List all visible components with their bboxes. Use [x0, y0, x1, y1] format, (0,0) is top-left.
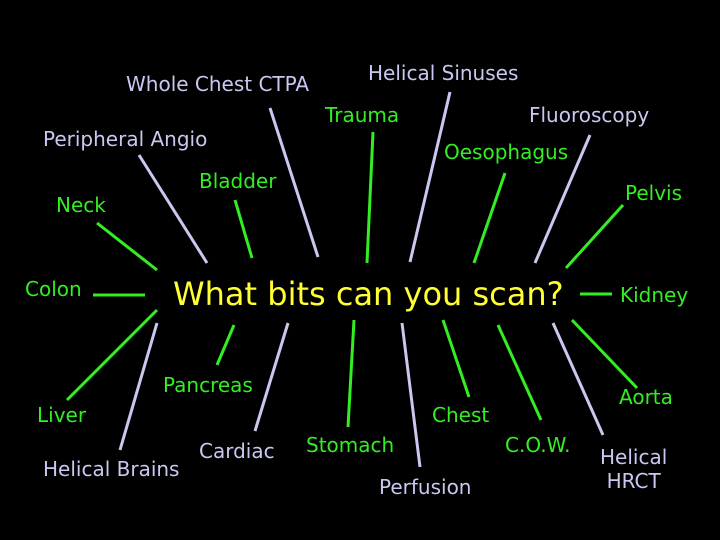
connector-neck: [96, 221, 158, 272]
label-whole-chest-ctpa: Whole Chest CTPA: [126, 72, 310, 96]
connector-liver: [65, 308, 159, 402]
label-cardiac: Cardiac: [199, 439, 275, 463]
connector-pancreas: [215, 324, 236, 366]
label-chest: Chest: [432, 403, 490, 427]
label-neck: Neck: [56, 193, 106, 217]
label-helical-brains: Helical Brains: [43, 457, 180, 481]
connector-helical-brains: [118, 322, 159, 451]
label-stomach: Stomach: [306, 433, 395, 457]
connector-cow: [496, 324, 543, 421]
label-trauma: Trauma: [325, 103, 400, 127]
connector-aorta: [570, 318, 639, 390]
label-helical-sinuses: Helical Sinuses: [368, 61, 519, 85]
label-helical-hrct: Helical HRCT: [600, 445, 667, 493]
label-bladder: Bladder: [199, 169, 277, 193]
label-aorta: Aorta: [619, 385, 673, 409]
connector-helical-hrct: [551, 322, 605, 436]
label-helical-hrct-line2: HRCT: [606, 469, 661, 493]
connector-fluoroscopy: [533, 134, 592, 264]
connector-oesophagus: [472, 172, 507, 264]
connector-bladder: [233, 199, 254, 259]
connector-cardiac: [253, 322, 290, 432]
connector-whole-chest-ctpa: [268, 107, 320, 258]
connector-perfusion: [400, 322, 422, 468]
label-cow: C.O.W.: [505, 433, 571, 457]
connector-helical-sinuses: [408, 91, 452, 263]
label-liver: Liver: [37, 403, 87, 427]
connector-trauma: [365, 131, 375, 264]
label-fluoroscopy: Fluoroscopy: [529, 103, 650, 127]
connector-chest: [441, 319, 471, 398]
label-kidney: Kidney: [620, 283, 689, 307]
label-helical-hrct-line1: Helical: [600, 445, 668, 469]
label-pelvis: Pelvis: [625, 181, 683, 205]
label-colon: Colon: [25, 277, 82, 301]
connector-stomach: [346, 319, 356, 428]
connector-peripheral-angio: [137, 154, 209, 264]
label-pancreas: Pancreas: [163, 373, 253, 397]
center-title: What bits can you scan?: [173, 275, 564, 313]
connector-pelvis: [564, 203, 625, 270]
label-oesophagus: Oesophagus: [444, 140, 569, 164]
label-perfusion: Perfusion: [379, 475, 472, 499]
label-peripheral-angio: Peripheral Angio: [43, 127, 208, 151]
